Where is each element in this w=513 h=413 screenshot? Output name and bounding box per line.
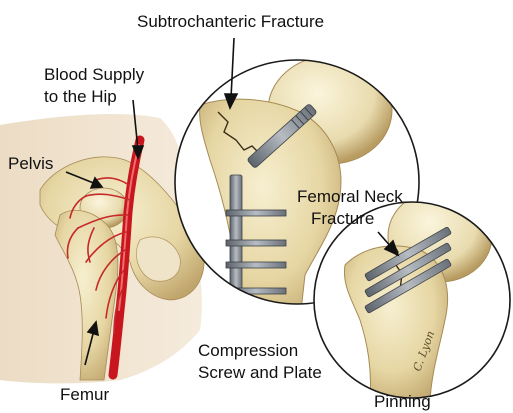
label-compression-line2: Screw and Plate [198,362,322,384]
label-blood-supply-line2: to the Hip [44,86,144,108]
left-hip-drawing [0,100,204,383]
subtrochanteric-arrow [225,38,237,108]
label-blood-supply-line1: Blood Supply [44,64,144,86]
side-plate [230,175,242,325]
label-compression-line1: Compression [198,340,322,362]
label-subtrochanteric-fracture: Subtrochanteric Fracture [137,12,324,32]
label-compression-screw-plate: Compression Screw and Plate [198,340,322,384]
label-femoral-neck-line1: Femoral Neck [297,186,403,208]
label-blood-supply: Blood Supply to the Hip [44,64,144,108]
label-femur: Femur [60,385,109,405]
label-femoral-neck-line2: Fracture [297,208,403,230]
label-pelvis: Pelvis [8,154,53,174]
label-pinning: Pinning [374,392,431,412]
label-femoral-neck-fracture: Femoral Neck Fracture [297,186,403,230]
